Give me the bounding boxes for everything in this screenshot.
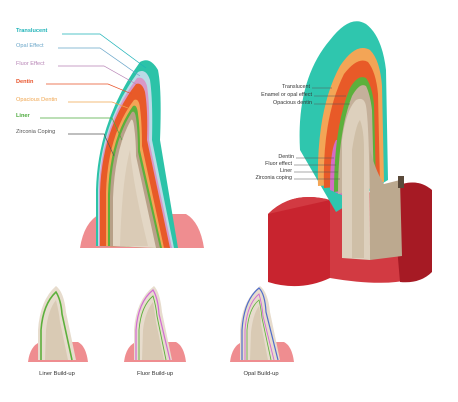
legend-translucent: Translucent: [16, 28, 48, 34]
right-label-translucent: Translucent: [282, 84, 310, 90]
right-label-fluor-effect: Fluor effect: [265, 161, 292, 167]
left-tooth-root-shade: [120, 150, 148, 246]
legend-fluor-effect: Fluor Effect: [16, 61, 45, 67]
caption-fluor-build-up: Fluor Build-up: [136, 371, 174, 377]
small-tooth-opal: [230, 286, 294, 362]
small-liner-core: [45, 300, 68, 360]
caption-opal-build-up: Opal Build-up: [243, 371, 279, 377]
right-label-zirconia-coping: Zirconia coping: [255, 175, 292, 181]
left-tooth-cross-section: [80, 60, 204, 249]
small-fluor-line: [135, 289, 171, 361]
right-label-liner: Liner: [280, 168, 292, 174]
small-opal-line: [241, 287, 279, 361]
right-tooth-shadow: [370, 150, 402, 260]
left-legend-leaders: [40, 33, 147, 157]
legend-opal-effect: Opal Effect: [16, 43, 44, 49]
small-liner-line: [40, 290, 73, 361]
caption-liner-build-up: Liner Build-up: [39, 371, 75, 377]
small-opal-core: [250, 306, 268, 360]
right-tooth-notch: [398, 176, 404, 188]
gum-block-side: [392, 182, 432, 283]
right-tooth-root-face: [352, 120, 364, 258]
legend-liner: Liner: [16, 113, 30, 119]
legend-dentin: Dentin: [16, 79, 34, 85]
legend-opacious-dentin: Opacious Dentin: [16, 97, 58, 103]
small-tooth-liner: [28, 286, 88, 362]
small-fluor-liner: [138, 295, 167, 361]
small-opal-fluor: [244, 293, 275, 361]
right-label-opacious-dentin: Opacious dentin: [273, 100, 312, 106]
small-opal-liner: [246, 299, 272, 361]
small-fluor-core: [142, 302, 164, 360]
right-tooth-3d-section: [268, 21, 432, 287]
legend-zirconia-coping: Zirconia Coping: [16, 129, 56, 135]
small-tooth-fluor: [124, 286, 186, 362]
right-label-leaders: [294, 87, 350, 180]
right-label-dentin: Dentin: [278, 154, 294, 160]
gum-block-front: [268, 197, 330, 287]
right-label-enamel-opal: Enamel or opal effect: [261, 92, 312, 98]
